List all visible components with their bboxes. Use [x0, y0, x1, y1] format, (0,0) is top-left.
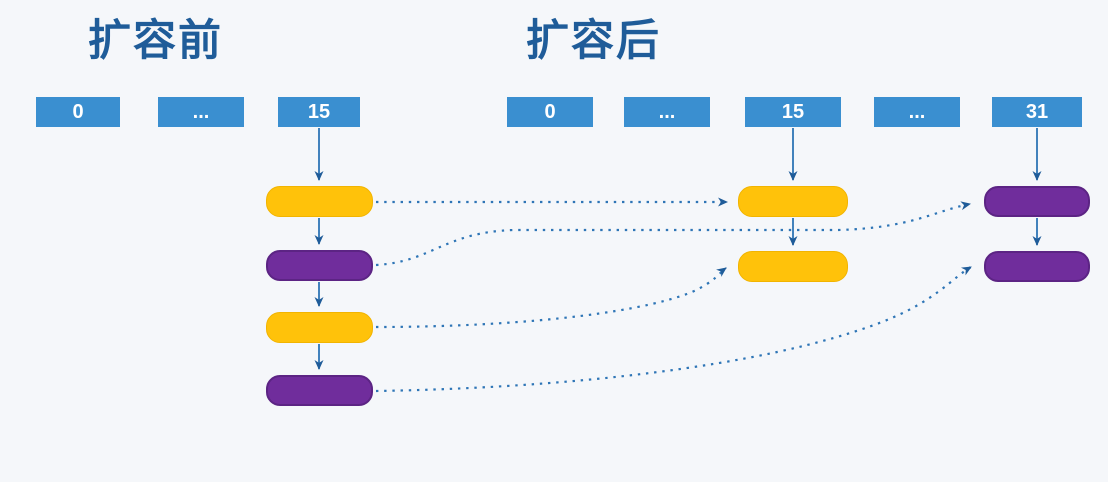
- bucket-after-ellipsis-1: ...: [624, 97, 710, 127]
- rehash-arrow-node2-to-after31-node1: [375, 201, 971, 267]
- before-title: 扩容前: [88, 17, 223, 65]
- bucket-before-0: 0: [36, 97, 120, 127]
- bucket-after-15: 15: [745, 97, 841, 127]
- bucket-after-ellipsis-2: ...: [874, 97, 960, 127]
- rehash-arrow-node3-to-after15-node2: [375, 267, 727, 329]
- before-node-2-purple: [266, 250, 373, 281]
- bucket-after-31: 31: [992, 97, 1082, 127]
- after-31-node-1-purple: [984, 186, 1090, 217]
- bucket-before-15: 15: [278, 97, 360, 127]
- before-node-3-yellow: [266, 312, 373, 343]
- after-15-node-1-yellow: [738, 186, 848, 217]
- after-15-node-2-yellow: [738, 251, 848, 282]
- before-node-4-purple: [266, 375, 373, 406]
- after-title: 扩容后: [526, 17, 661, 65]
- bucket-before-ellipsis: ...: [158, 97, 244, 127]
- bucket-after-0: 0: [507, 97, 593, 127]
- before-node-1-yellow: [266, 186, 373, 217]
- rehash-arrow-node4-to-after31-node2: [375, 266, 972, 393]
- after-31-node-2-purple: [984, 251, 1090, 282]
